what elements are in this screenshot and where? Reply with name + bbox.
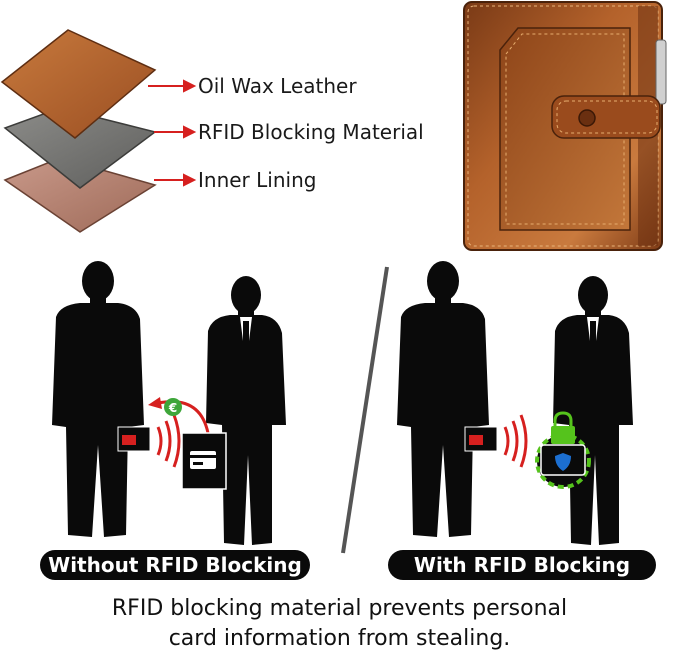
svg-text:€: € [168,401,177,415]
wallet-snap-button [578,109,596,127]
wallet-icon [464,426,498,452]
layer-label-leather: Oil Wax Leather [198,74,357,98]
layer-label-lining: Inner Lining [198,168,317,192]
layer-arrows [148,79,197,187]
caption-line-1: RFID blocking material prevents personal [111,596,568,621]
lock-icon [551,411,575,444]
euro-coin-icon: € [164,398,182,416]
scenario-divider [341,266,389,554]
layer-label-rfid: RFID Blocking Material [198,120,424,144]
label-without-rfid: Without RFID Blocking [40,550,310,580]
material-layers-illustration [0,29,157,233]
wallet-icon [117,426,151,452]
shield-icon [555,453,571,471]
leather-layer [0,29,157,139]
caption-line-2: card information from stealing. [168,626,511,651]
rfid-wave-icon [156,414,181,468]
wallet-image [463,1,667,251]
rfid-wave-icon [503,414,528,468]
credit-card-icon [190,451,216,469]
scenario-without-rfid: € [52,261,286,545]
scenario-with-rfid [397,261,633,545]
label-with-rfid: With RFID Blocking [388,550,656,580]
inner-lining-layer [3,157,157,233]
